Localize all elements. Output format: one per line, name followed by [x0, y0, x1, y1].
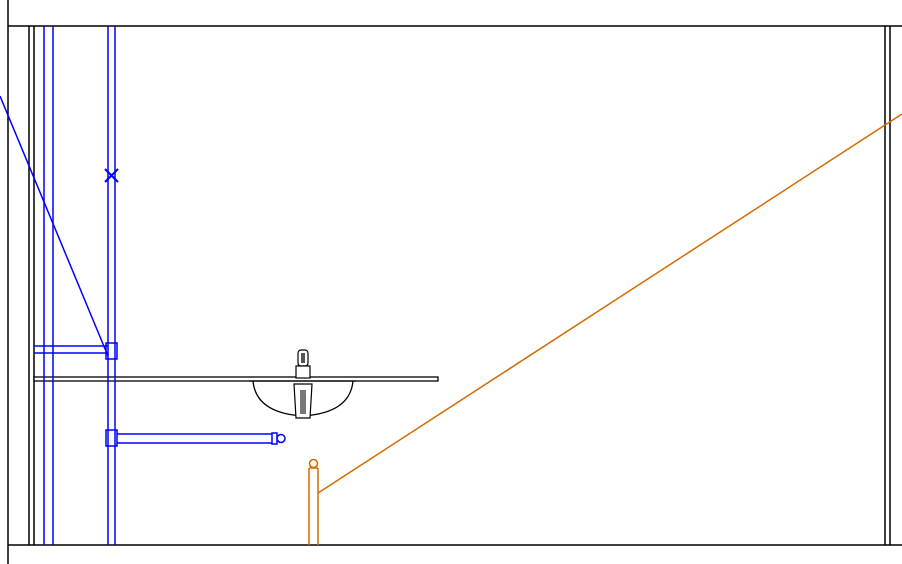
countertop — [33, 376, 439, 382]
pipe-cap-icon — [276, 433, 286, 444]
blue-section-line — [0, 95, 109, 357]
structure-lines — [7, 0, 902, 564]
drain-cap — [308, 458, 319, 469]
orange-section-line — [317, 113, 902, 494]
drain-pipe — [308, 113, 902, 545]
supply-pipes — [0, 26, 286, 545]
lower-fitting — [105, 429, 118, 447]
faucet — [293, 349, 313, 419]
valve-cross-icon — [104, 168, 119, 183]
faucet-body — [295, 365, 311, 379]
faucet-handle-detail — [301, 353, 305, 363]
faucet-base-detail — [300, 390, 306, 414]
